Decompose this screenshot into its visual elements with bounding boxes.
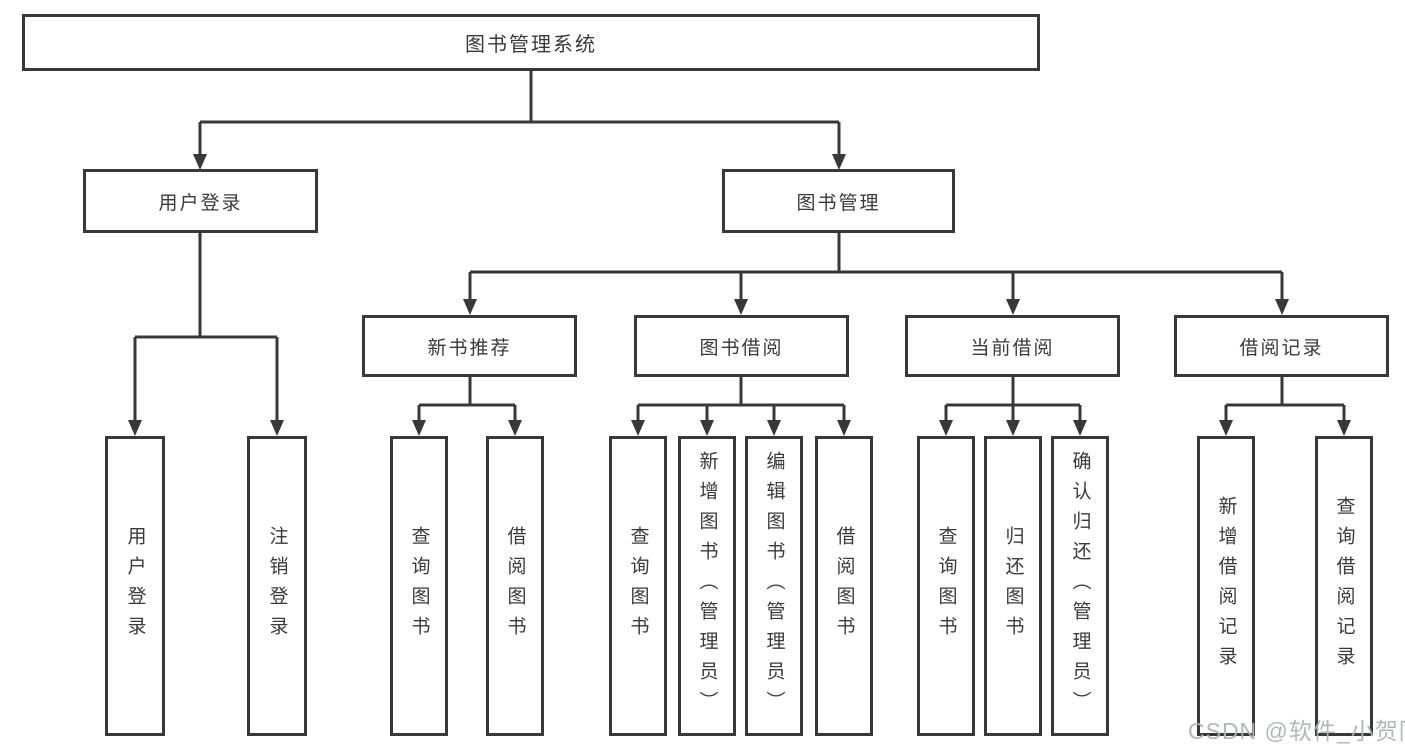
node-label: 用户登录 (158, 192, 243, 214)
connector-book-borrow-to-children (636, 377, 846, 424)
node-leaf-user-login: 用户登录 (105, 436, 165, 736)
arrowhead (832, 154, 846, 170)
node-label: 查询借阅记录 (1333, 496, 1355, 676)
node-label: 确认归还（管理员） (1069, 451, 1091, 721)
node-leaf-confirm-return-admin: 确认归还（管理员） (1051, 436, 1109, 736)
arrowhead (128, 420, 142, 436)
connector-root-to-level2 (198, 71, 841, 158)
node-leaf-query-books-current: 查询图书 (917, 436, 975, 736)
arrowhead (1073, 420, 1087, 436)
arrowhead (1337, 420, 1351, 436)
arrowhead (193, 154, 207, 170)
node-label: 新增图书（管理员） (696, 451, 718, 721)
node-book-borrowing: 图书借阅 (634, 315, 849, 377)
connector-current-borrow-to-children (944, 377, 1082, 424)
arrowhead (631, 420, 645, 436)
arrowhead (939, 420, 953, 436)
node-borrowing-records: 借阅记录 (1174, 315, 1389, 377)
node-current-borrowing: 当前借阅 (905, 315, 1120, 377)
arrowhead (734, 299, 748, 315)
node-label: 注销登录 (266, 526, 288, 646)
node-leaf-add-book-admin: 新增图书（管理员） (678, 436, 736, 736)
node-label: 查询图书 (935, 526, 957, 646)
arrowhead (1219, 420, 1233, 436)
node-label: 当前借阅 (970, 337, 1055, 359)
node-new-book-recommend: 新书推荐 (362, 315, 577, 377)
node-leaf-borrow-books-recommend: 借阅图书 (486, 436, 544, 736)
node-label: 归还图书 (1002, 526, 1024, 646)
node-user-login: 用户登录 (83, 169, 318, 233)
arrowhead (270, 420, 284, 436)
node-leaf-edit-book-admin: 编辑图书（管理员） (745, 436, 803, 736)
node-label: 新书推荐 (427, 337, 512, 359)
connector-book-management-to-children (468, 233, 1284, 303)
node-label: 编辑图书（管理员） (763, 451, 785, 721)
node-leaf-query-books-recommend: 查询图书 (390, 436, 448, 736)
arrowheads (128, 154, 1351, 436)
node-label: 查询图书 (627, 526, 649, 646)
node-leaf-query-books-borrow: 查询图书 (609, 436, 667, 736)
csdn-watermark: CSDN @软件_小贺同学 (1188, 718, 1405, 744)
arrowhead (508, 420, 522, 436)
node-label: 新增借阅记录 (1215, 496, 1237, 676)
arrowhead (700, 420, 714, 436)
connector-user-login-to-children (133, 233, 279, 424)
node-book-management: 图书管理 (722, 169, 955, 233)
node-library-system: 图书管理系统 (22, 14, 1040, 71)
node-leaf-logout: 注销登录 (247, 436, 307, 736)
node-leaf-return-books: 归还图书 (984, 436, 1042, 736)
connector-new-book-to-children (417, 377, 517, 424)
arrowhead (767, 420, 781, 436)
arrowhead (463, 299, 477, 315)
node-label: 借阅图书 (833, 526, 855, 646)
node-label: 图书管理 (796, 192, 881, 214)
node-leaf-query-borrow-record: 查询借阅记录 (1315, 436, 1373, 736)
node-label: 借阅图书 (504, 526, 526, 646)
arrowhead (1006, 420, 1020, 436)
arrowhead (1275, 299, 1289, 315)
node-label: 图书管理系统 (465, 34, 597, 56)
arrowhead (837, 420, 851, 436)
connector-borrow-records-to-children (1224, 377, 1346, 424)
node-leaf-borrow-books: 借阅图书 (815, 436, 873, 736)
node-label: 用户登录 (124, 526, 146, 646)
arrowhead (1006, 299, 1020, 315)
node-label: 图书借阅 (699, 337, 784, 359)
node-label: 借阅记录 (1239, 337, 1324, 359)
node-leaf-add-borrow-record: 新增借阅记录 (1197, 436, 1255, 736)
arrowhead (412, 420, 426, 436)
node-label: 查询图书 (408, 526, 430, 646)
